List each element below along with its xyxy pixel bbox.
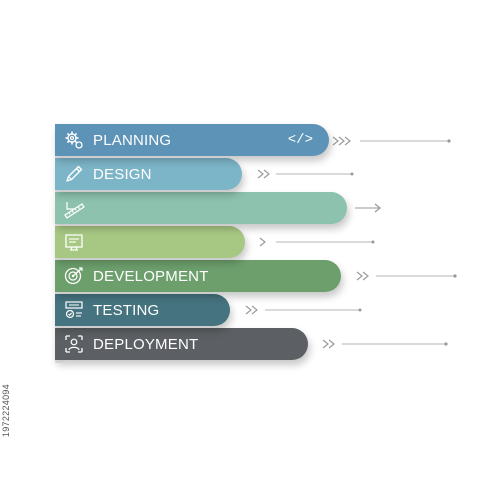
connector-ruler (355, 203, 381, 213)
screen-icon (65, 234, 83, 251)
stage-bar-deployment: DEPLOYMENT (55, 328, 308, 360)
connector-testing (245, 305, 362, 315)
gear-icon (65, 131, 83, 149)
stage-label-development: DEVELOPMENT (93, 267, 209, 285)
stage-bar-planning: PLANNING </> (55, 124, 329, 156)
stage-bar-development: DEVELOPMENT (55, 260, 341, 292)
deploy-person-icon (65, 335, 83, 353)
gear-target-icon (64, 267, 83, 285)
stage-bar-design: DESIGN (55, 158, 242, 190)
pencil-icon (66, 165, 83, 182)
connector-design (257, 169, 354, 179)
stage-label-design: DESIGN (93, 165, 152, 183)
stage-bar-testing: TESTING (55, 294, 230, 326)
stage-label-deployment: DEPLOYMENT (93, 335, 199, 353)
test-icon (65, 301, 83, 319)
stage-bar-ruler (55, 192, 347, 224)
code-tag-text: </> (287, 132, 313, 148)
stage-bar-screen (55, 226, 245, 258)
stock-id-text: 1972224094 (1, 384, 11, 438)
stage-label-planning: PLANNING (93, 131, 172, 149)
ruler-icon (64, 202, 85, 219)
connector-deployment (322, 339, 448, 349)
connector-screen (259, 237, 375, 247)
connector-development (356, 271, 457, 281)
connector-planning (332, 136, 451, 146)
stage-label-testing: TESTING (93, 301, 160, 319)
